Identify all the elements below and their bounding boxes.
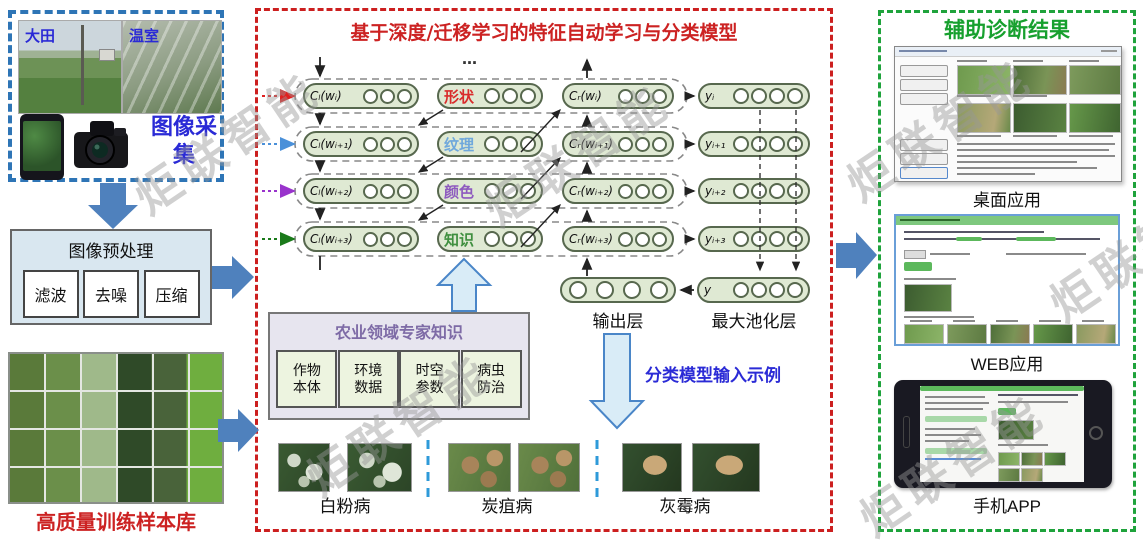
pool-label: yᵢ — [705, 89, 715, 103]
conv-left-label: Cₗ(wᵢ₊₂) — [310, 184, 353, 198]
pool-capsule-row3: yᵢ₊₂ — [698, 178, 810, 204]
conv-left-capsule-row1: Cₗ(wᵢ) — [303, 83, 419, 109]
feature-capsule-color: 颜色 — [437, 178, 543, 204]
feature-label: 纹理 — [444, 135, 475, 154]
training-samples-caption: 高质量训练样本库 — [36, 510, 196, 534]
conv-right-label: Cᵣ(wᵢ₊₂) — [569, 184, 613, 198]
image-acquisition-box: 大田 温室 图像采集 — [8, 10, 224, 182]
phone-speaker — [903, 416, 910, 448]
conv-right-label: Cᵣ(wᵢ) — [569, 89, 602, 103]
conv-right-capsule-row1: Cᵣ(wᵢ) — [562, 83, 674, 109]
max-pool-capsule: y — [697, 277, 810, 303]
expert-knowledge-box: 农业领域专家知识 作物本体 环境数据 时空参数 病虫防治 — [268, 312, 530, 420]
results-title: 辅助诊断结果 — [944, 18, 1070, 42]
camera-icon — [74, 121, 128, 168]
pool-label: yᵢ₊₃ — [705, 232, 726, 246]
arrow-preprocess-to-model — [212, 256, 254, 299]
disease-label-powdery-mildew: 白粉病 — [319, 497, 371, 516]
step-filter: 滤波 — [22, 270, 79, 318]
expert-item-label: 时空参数 — [415, 362, 444, 395]
arrow-model-to-results — [836, 232, 877, 279]
conv-right-capsule-row3: Cᵣ(wᵢ₊₂) — [562, 178, 674, 204]
step-denoise: 去噪 — [83, 270, 139, 318]
feature-label: 知识 — [444, 230, 475, 249]
field-photo-label: 大田 — [25, 27, 56, 45]
disease-label-gray-mold: 灰霉病 — [659, 497, 711, 516]
conv-right-capsule-row4: Cᵣ(wᵢ₊₃) — [562, 226, 674, 252]
output-layer-capsule — [560, 277, 676, 303]
feature-capsule-shape: 形状 — [437, 83, 543, 109]
feature-capsule-knowledge: 知识 — [437, 226, 543, 252]
greenhouse-photo: 温室 — [122, 20, 222, 114]
conv-right-capsule-row2: Cᵣ(wᵢ₊₁) — [562, 131, 674, 157]
step-compress: 压缩 — [143, 270, 200, 318]
feature-label: 形状 — [444, 87, 475, 106]
arrow-acquisition-to-preprocess — [88, 183, 138, 229]
powdery-mildew-image-1 — [278, 443, 330, 492]
conv-left-capsule-row3: Cₗ(wᵢ₊₂) — [303, 178, 419, 204]
expert-item-spatiotemporal: 时空参数 — [399, 350, 461, 408]
model-box — [255, 8, 833, 532]
ellipsis: … — [462, 50, 477, 68]
pool-label: yᵢ₊₂ — [705, 184, 726, 198]
smartphone-screen — [23, 121, 61, 171]
expert-item-pest-control: 病虫防治 — [460, 350, 522, 408]
conv-left-label: Cₗ(wᵢ₊₁) — [310, 137, 353, 151]
anthracnose-image-1 — [448, 443, 511, 492]
disease-label-anthracnose: 炭疽病 — [481, 497, 533, 516]
powdery-mildew-image-2 — [347, 443, 412, 492]
mobile-app-screenshot — [894, 380, 1112, 488]
weather-station-sensor — [99, 49, 115, 61]
desktop-app-screenshot — [894, 46, 1122, 182]
gray-mold-image-1 — [622, 443, 682, 492]
web-header — [896, 216, 1118, 225]
expert-item-crop: 作物本体 — [276, 350, 338, 408]
training-samples-grid — [8, 352, 224, 504]
max-pool-label: 最大池化层 — [711, 312, 797, 331]
conv-left-label: Cₗ(wᵢ₊₃) — [310, 232, 353, 246]
greenhouse-photo-label: 温室 — [129, 27, 160, 45]
weather-station-pole — [81, 25, 84, 105]
output-layer-label: 输出层 — [592, 312, 644, 331]
mobile-app-label: 手机APP — [972, 497, 1042, 516]
expert-item-label: 病虫防治 — [477, 362, 506, 395]
gray-mold-image-2 — [692, 443, 760, 492]
feature-label: 颜色 — [444, 182, 475, 201]
preprocess-box: 图像预处理 滤波 去噪 压缩 — [10, 229, 212, 325]
mobile-screen — [920, 386, 1084, 482]
acquisition-caption: 图像采集 — [150, 115, 217, 168]
anthracnose-image-2 — [518, 443, 580, 492]
phone-home-button — [1089, 426, 1103, 440]
pool-capsule-row2: yᵢ₊₁ — [698, 131, 810, 157]
conv-left-label: Cₗ(wᵢ) — [310, 89, 342, 103]
expert-item-label: 环境数据 — [354, 362, 383, 395]
conv-left-capsule-row2: Cₗ(wᵢ₊₁) — [303, 131, 419, 157]
model-title: 基于深度/迁移学习的特征自动学习与分类模型 — [350, 22, 738, 44]
conv-left-capsule-row4: Cₗ(wᵢ₊₃) — [303, 226, 419, 252]
example-caption: 分类模型输入示例 — [645, 366, 781, 386]
feature-capsule-texture: 纹理 — [437, 131, 543, 157]
conv-right-label: Cᵣ(wᵢ₊₃) — [569, 232, 613, 246]
smartphone-image — [20, 114, 64, 180]
pool-capsule-row1: yᵢ — [698, 83, 810, 109]
pool-label: yᵢ₊₁ — [705, 137, 726, 151]
results-box — [878, 10, 1136, 532]
arrow-samples-to-model — [218, 409, 259, 452]
preprocess-title: 图像预处理 — [68, 242, 154, 261]
expert-item-environment: 环境数据 — [337, 350, 399, 408]
conv-right-label: Cᵣ(wᵢ₊₁) — [569, 137, 613, 151]
web-app-label: WEB应用 — [970, 355, 1044, 374]
desktop-titlebar — [895, 47, 1121, 57]
field-photo: 大田 — [18, 20, 122, 114]
web-app-screenshot — [894, 214, 1120, 346]
max-pool-y-label: y — [704, 283, 712, 297]
expert-item-label: 作物本体 — [292, 362, 321, 395]
expert-knowledge-title: 农业领域专家知识 — [334, 323, 463, 342]
desktop-app-label: 桌面应用 — [973, 191, 1041, 210]
pool-capsule-row4: yᵢ₊₃ — [698, 226, 810, 252]
